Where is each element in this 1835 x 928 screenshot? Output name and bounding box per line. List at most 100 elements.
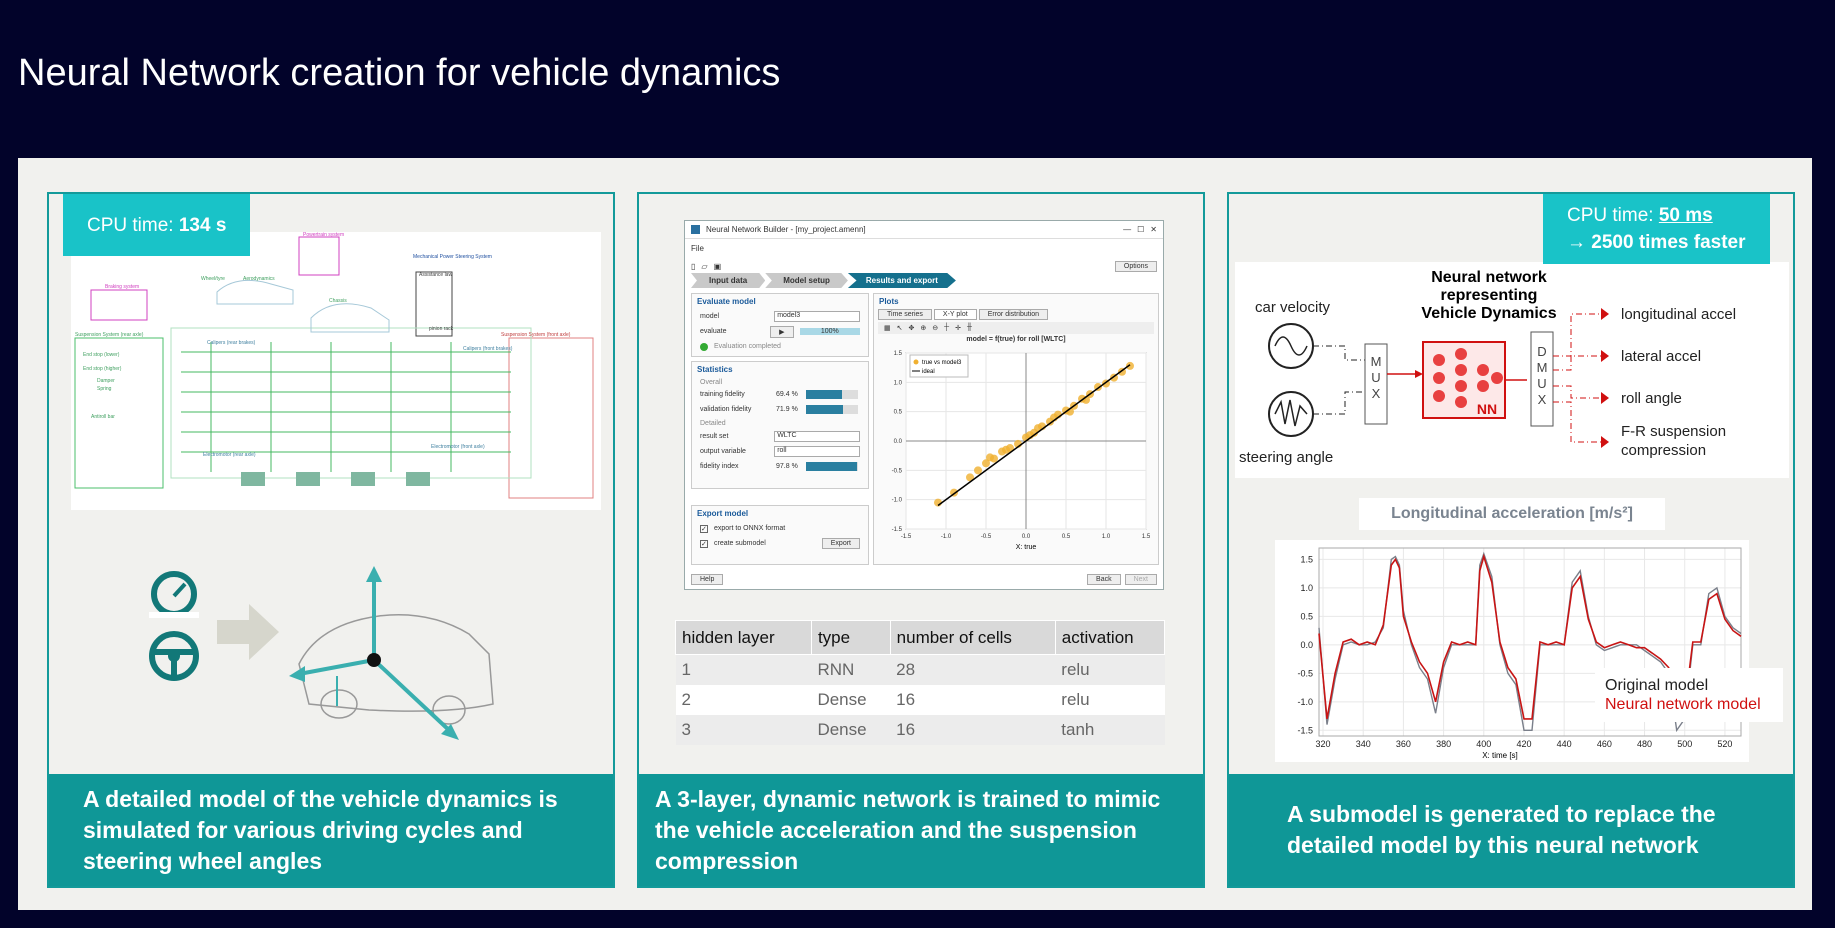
xy-plot-title: model = f(true) for roll [WLTC] xyxy=(966,336,1066,343)
nn-model-line xyxy=(1318,553,1742,721)
window-footer: Help Back Next xyxy=(691,574,1157,585)
fidelity-index-label: fidelity index xyxy=(700,463,739,470)
step-model-setup[interactable]: Model setup xyxy=(765,273,848,288)
y-tick-label: 1.5 xyxy=(1300,554,1313,564)
y-tick-label: 1.5 xyxy=(894,351,903,357)
table-cell: 2 xyxy=(675,684,812,715)
help-button[interactable]: Help xyxy=(691,574,724,585)
maximize-icon[interactable]: ☐ xyxy=(1137,225,1145,234)
plot-toolbar: ▦ ↖ ✥ ⊕ ⊖ ┼ ✛ ╫ xyxy=(878,322,1154,334)
mux-block xyxy=(1364,343,1388,425)
x-tick-label: 1.5 xyxy=(1142,534,1151,540)
arrow-right-icon xyxy=(217,604,279,660)
x-axis-label: X: true xyxy=(1016,544,1037,551)
x-tick-label: 0.5 xyxy=(1062,534,1071,540)
crosshair-icon[interactable]: ✛ xyxy=(955,325,961,332)
output-suspension-line1: F-R suspension xyxy=(1621,423,1726,440)
onnx-checkbox[interactable]: ✓ xyxy=(700,524,708,533)
open-folder-icon[interactable]: ▱ xyxy=(701,261,708,271)
diagram-label-rear-motor: Electromotor (rear axle) xyxy=(203,452,256,458)
model-schematic-svg: Powertrain system Mechanical Power Steer… xyxy=(74,232,594,499)
legend-true-label: true vs model3 xyxy=(922,360,962,366)
x-tick-label: 440 xyxy=(1557,739,1572,749)
cursor-icon[interactable]: ┼ xyxy=(944,324,950,331)
accel-legend: Original model Neural network model xyxy=(1595,668,1783,722)
x-tick-label: -1.0 xyxy=(941,534,952,540)
diagram-label-steering: Mechanical Power Steering System xyxy=(413,254,492,260)
car-outline xyxy=(298,614,494,725)
table-cell: tanh xyxy=(1055,714,1165,745)
zoom-out-icon[interactable]: ⊖ xyxy=(932,325,939,332)
select-icon[interactable]: ↖ xyxy=(896,325,903,332)
scatter-point xyxy=(986,453,994,462)
model-label: model xyxy=(700,313,720,320)
chart-title-box: Longitudinal acceleration [m/s²] xyxy=(1359,498,1665,530)
back-button[interactable]: Back xyxy=(1087,574,1121,585)
validation-fidelity-label: validation fidelity xyxy=(700,406,752,413)
x-tick-label: 0.0 xyxy=(1022,534,1031,540)
detailed-label: Detailed xyxy=(700,419,726,427)
options-button[interactable]: Options xyxy=(1114,260,1157,272)
submodel-checkbox[interactable]: ✓ xyxy=(700,539,708,548)
menu-file[interactable]: File xyxy=(691,243,704,253)
tab-error-distribution[interactable]: Error distribution xyxy=(978,309,1049,320)
panel1-caption: A detailed model of the vehicle dynamics… xyxy=(49,774,613,886)
save-icon[interactable]: ▣ xyxy=(713,261,722,271)
x-tick-label: 480 xyxy=(1637,739,1652,749)
accel-chart-title: Longitudinal acceleration [m/s²] xyxy=(1391,505,1633,522)
close-icon[interactable]: ✕ xyxy=(1150,225,1157,234)
y-tick-label: -0.5 xyxy=(892,468,903,474)
cpu-time-value: 134 s xyxy=(178,214,227,236)
export-button[interactable]: Export xyxy=(821,538,860,549)
dual-cursor-icon[interactable]: ╫ xyxy=(966,324,972,331)
axis-arrows xyxy=(298,576,453,734)
validation-fidelity-value: 71.9 % xyxy=(776,406,798,413)
step-input-data[interactable]: Input data xyxy=(691,273,766,288)
evaluate-play-button[interactable]: ▶ xyxy=(770,325,794,338)
diagram-label-powertrain: Powertrain system xyxy=(303,232,344,238)
chart-options-icon[interactable]: ▦ xyxy=(884,325,891,332)
diagram-label-pinion: pinion rack xyxy=(429,326,454,332)
model-select[interactable]: model3 xyxy=(774,311,860,322)
cpu-time-label: CPU time: xyxy=(87,214,179,236)
tab-time-series[interactable]: Time series xyxy=(878,309,932,320)
plot-tabs: Time series X-Y plot Error distribution xyxy=(874,309,1158,320)
toolbar: ▯ ▱ ▣ Options xyxy=(685,257,1163,275)
y-tick-label: 1.0 xyxy=(894,380,903,386)
table-cell: RNN xyxy=(811,654,891,685)
table-cell: Dense xyxy=(811,684,891,715)
output-variable-select[interactable]: roll xyxy=(774,446,860,457)
diagram-label-antiroll: Antiroll bar xyxy=(91,414,115,420)
legend-ideal-label: ideal xyxy=(922,369,935,375)
app-icon xyxy=(691,225,700,234)
diagram-label-rear-calipers: Calipers (rear brakes) xyxy=(207,340,256,346)
pan-icon[interactable]: ✥ xyxy=(908,325,915,332)
y-tick-label: -1.0 xyxy=(892,498,903,504)
next-button[interactable]: Next xyxy=(1124,574,1157,585)
submodel-label: create submodel xyxy=(714,540,766,547)
tab-xy-plot[interactable]: X-Y plot xyxy=(933,309,977,320)
panel2-caption: A 3-layer, dynamic network is trained to… xyxy=(639,774,1203,886)
minimize-icon[interactable]: — xyxy=(1123,225,1132,234)
x-tick-label: 500 xyxy=(1677,739,1692,749)
new-file-icon[interactable]: ▯ xyxy=(691,261,696,271)
demux-block xyxy=(1530,331,1554,427)
overall-label: Overall xyxy=(700,378,723,386)
x-tick-label: 520 xyxy=(1717,739,1732,749)
vehicle-model-diagram: Powertrain system Mechanical Power Steer… xyxy=(71,232,601,510)
nn-block-diagram: Neural network representing Vehicle Dyna… xyxy=(1235,262,1789,478)
plots-section: Plots Time series X-Y plot Error distrib… xyxy=(873,293,1159,565)
steering-wheel-icon xyxy=(149,631,199,681)
zoom-in-icon[interactable]: ⊕ xyxy=(920,325,927,332)
result-set-select[interactable]: WLTC xyxy=(774,431,860,442)
status-ok-icon xyxy=(700,342,708,351)
window-titlebar: Neural Network Builder - [my_project.ame… xyxy=(685,221,1163,239)
fidelity-index-value: 97.8 % xyxy=(776,463,798,470)
step-results-export[interactable]: Results and export xyxy=(847,273,956,288)
scatter-point xyxy=(1002,445,1010,454)
training-panel: Neural Network Builder - [my_project.ame… xyxy=(637,192,1205,888)
statistics-heading: Statistics xyxy=(697,365,733,374)
